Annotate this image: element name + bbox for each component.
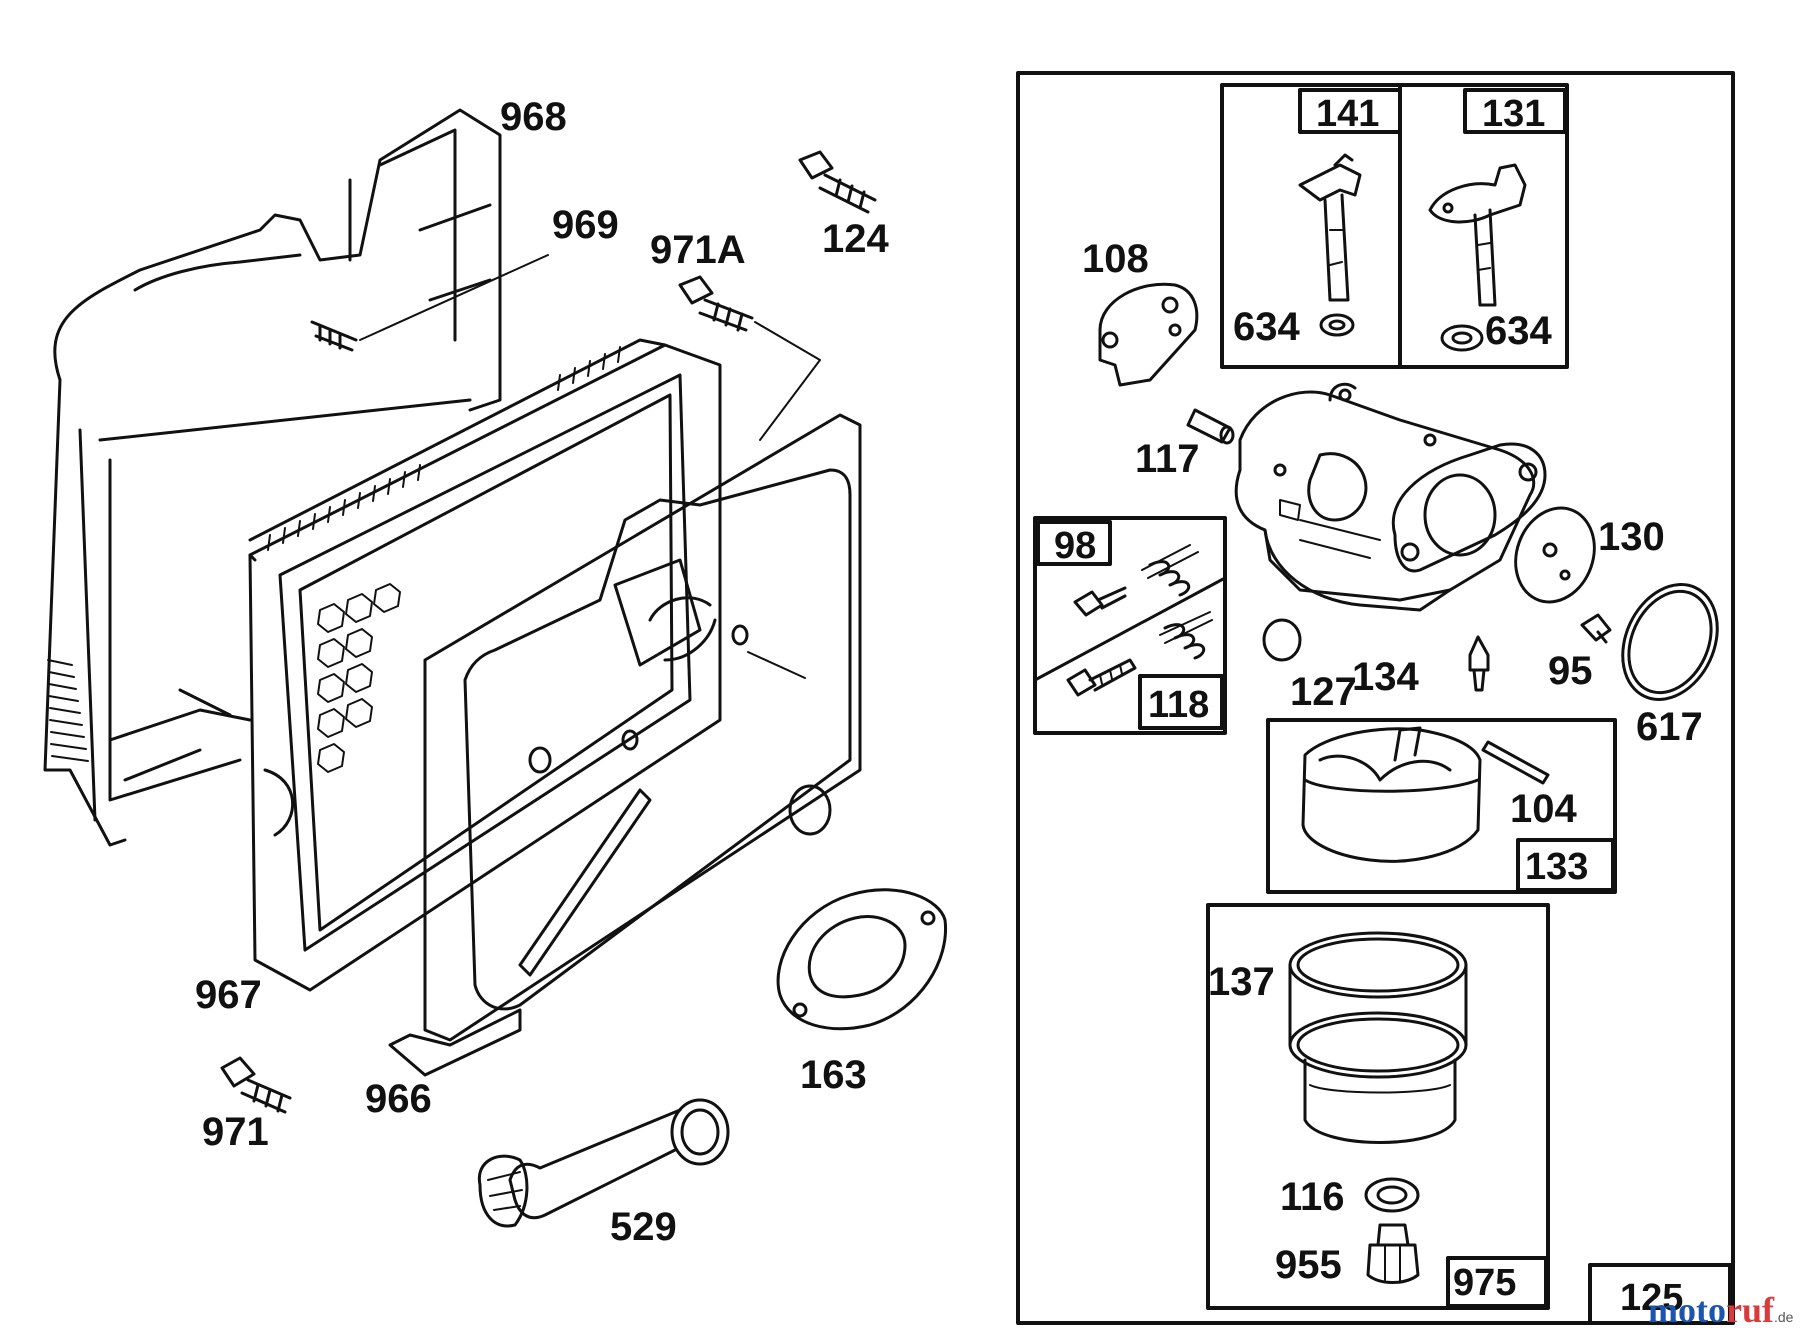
- bolt-955: [1366, 1223, 1420, 1284]
- label-98: 98: [1054, 525, 1096, 567]
- label-95: 95: [1548, 649, 1593, 693]
- throttle-shaft-141: [1298, 153, 1362, 302]
- screw-971a: [678, 275, 821, 441]
- label-969: 969: [552, 203, 619, 247]
- screw-98: [1073, 586, 1127, 617]
- plate-108: [1098, 282, 1199, 387]
- label-971: 971: [202, 1110, 269, 1154]
- washer-634-a: [1319, 313, 1355, 337]
- stud-969: [310, 254, 549, 352]
- label-137: 137: [1208, 960, 1275, 1004]
- label-108: 108: [1082, 237, 1149, 281]
- watermark: motoruf.de: [1648, 1290, 1794, 1330]
- pin-104: [1481, 740, 1550, 785]
- needle-134: [1468, 635, 1490, 692]
- gasket-163: [776, 888, 948, 1031]
- breather-tube-529: [477, 1098, 730, 1228]
- label-134: 134: [1352, 655, 1419, 699]
- label-127: 127: [1290, 670, 1357, 714]
- label-966: 966: [365, 1077, 432, 1121]
- screw-118: [1066, 658, 1137, 697]
- screw-95: [1580, 613, 1612, 644]
- spring-98: [1141, 544, 1199, 597]
- label-634-b: 634: [1485, 309, 1552, 353]
- label-163: 163: [800, 1053, 867, 1097]
- watermark-part2: ruf: [1726, 1290, 1775, 1330]
- screw-124: [798, 150, 877, 214]
- air-cleaner-base-968: [43, 108, 502, 847]
- spring-118: [1159, 611, 1213, 660]
- pin-117: [1186, 408, 1235, 445]
- bowl-137: [1288, 931, 1468, 1144]
- oring-617: [1621, 583, 1719, 701]
- label-133: 133: [1525, 846, 1588, 888]
- label-141: 141: [1316, 93, 1379, 135]
- label-118: 118: [1148, 684, 1209, 726]
- bowl-box: [1206, 903, 1550, 1310]
- float-box: [1266, 718, 1617, 894]
- label-975: 975: [1453, 1262, 1516, 1304]
- label-131: 131: [1482, 93, 1545, 135]
- plug-127: [1262, 618, 1302, 662]
- label-967: 967: [195, 973, 262, 1017]
- label-634-a: 634: [1233, 305, 1300, 349]
- screw-971: [220, 1056, 292, 1114]
- carburetor-frame-125: [1016, 71, 1735, 1325]
- watermark-suffix: .de: [1774, 1309, 1794, 1325]
- label-968: 968: [500, 95, 567, 139]
- mixture-screw-box: [1033, 516, 1227, 735]
- label-971a: 971A: [650, 228, 746, 272]
- throttle-choke-box: [1220, 83, 1569, 369]
- float-133: [1301, 726, 1482, 863]
- label-124: 124: [822, 217, 889, 261]
- disc-130: [1514, 506, 1596, 604]
- labels-layer: 968 969 971A 124 967 966 971 529 163 108…: [195, 93, 1794, 1330]
- choke-shaft-131: [1428, 163, 1527, 307]
- washer-116: [1364, 1177, 1420, 1213]
- label-617: 617: [1636, 705, 1703, 749]
- air-filter-967: [248, 338, 722, 992]
- label-529: 529: [610, 1205, 677, 1249]
- label-116: 116: [1280, 1175, 1345, 1219]
- washer-634-b: [1440, 324, 1484, 352]
- air-cleaner-cover-966: [388, 413, 862, 1077]
- label-955: 955: [1275, 1243, 1342, 1287]
- watermark-part1: moto: [1648, 1290, 1726, 1330]
- carburetor-body: [1234, 382, 1547, 612]
- label-104: 104: [1510, 787, 1577, 831]
- label-130: 130: [1598, 515, 1665, 559]
- label-125: 125: [1620, 1277, 1683, 1319]
- label-117: 117: [1135, 437, 1200, 481]
